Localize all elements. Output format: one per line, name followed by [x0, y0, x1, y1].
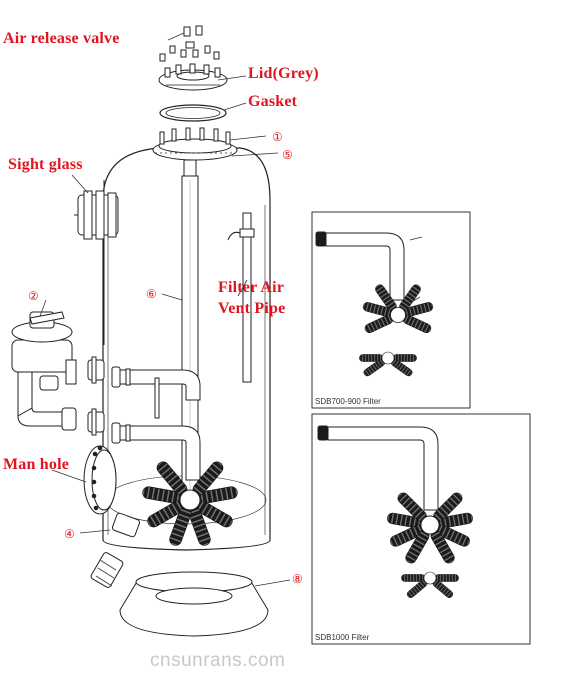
manhole-drawing [83, 445, 117, 515]
leader-lines [39, 32, 291, 587]
base-stand-drawing [119, 571, 269, 637]
label-filter-air: Filter Air [218, 279, 285, 296]
callout-8: ⑧ [292, 572, 303, 586]
main-laterals [141, 459, 239, 548]
sight-glass-drawing [74, 190, 119, 240]
caption-sdb700-900: SDB700-900 Filter [315, 397, 381, 406]
watermark: cnsunrans.com [150, 650, 286, 671]
label-sight-glass: Sight glass [8, 156, 83, 173]
air-vent-pipe-drawing [227, 212, 255, 383]
label-air-release-valve: Air release valve [3, 30, 120, 47]
callout-1: ① [272, 130, 283, 144]
gasket-drawing [159, 104, 227, 122]
top-flange-drawing [152, 127, 238, 161]
upper-branch-pipe [111, 366, 201, 401]
label-lid: Lid(Grey) [248, 65, 319, 82]
callout-2: ② [28, 289, 39, 303]
label-vent-pipe: Vent Pipe [218, 300, 286, 317]
center-pipe-drawing [181, 159, 199, 507]
lower-branch-pipe [111, 422, 201, 481]
label-man-hole: Man hole [3, 456, 70, 473]
inset-sdb700-900 [311, 211, 471, 409]
air-release-valve-drawing [159, 25, 220, 62]
callout-6: ⑥ [146, 287, 157, 301]
support-rod [154, 377, 160, 419]
inset-sdb1000 [311, 413, 531, 645]
caption-sdb1000: SDB1000 Filter [315, 633, 370, 642]
lid-drawing [158, 63, 228, 91]
multiport-valve-drawing [11, 311, 77, 431]
label-gasket: Gasket [248, 93, 298, 110]
external-stubs [87, 356, 105, 436]
callout-4: ④ [64, 527, 75, 541]
drain-plug-drawing [90, 512, 141, 588]
callout-5: ⑤ [282, 148, 293, 162]
